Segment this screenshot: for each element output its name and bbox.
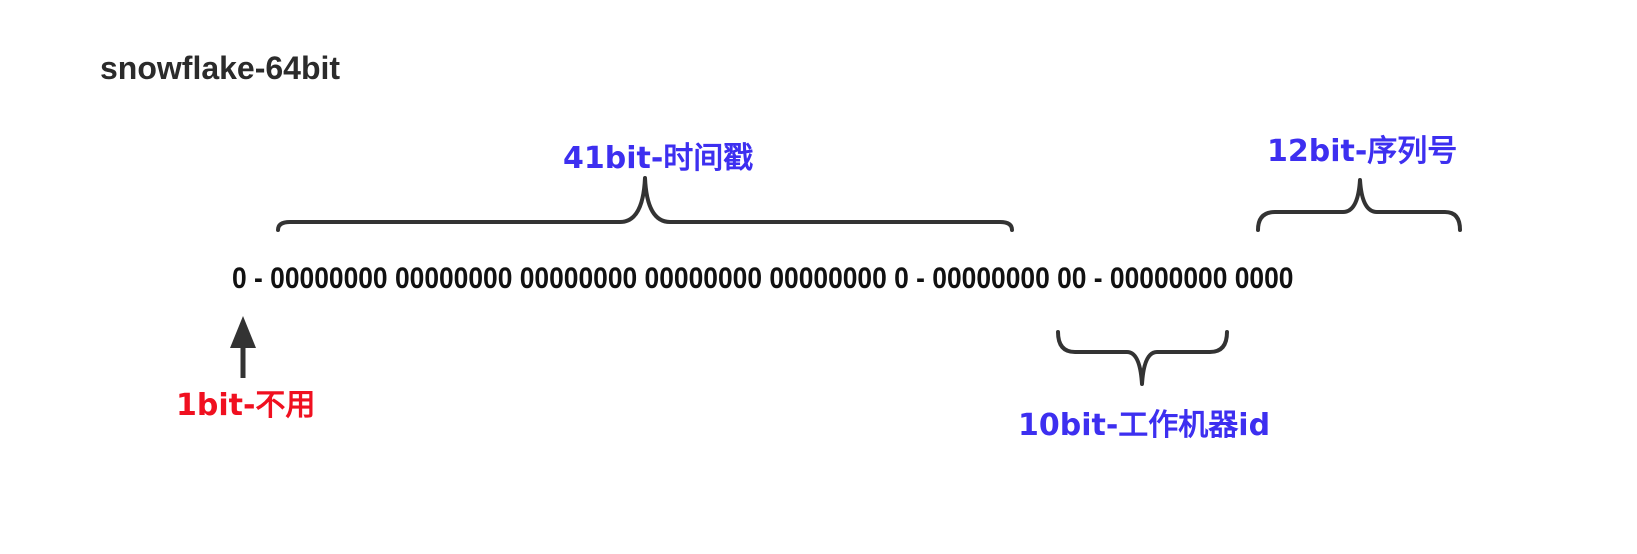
timestamp-brace	[276, 176, 1014, 232]
worker-id-label: 10bit-工作机器id	[1018, 408, 1271, 443]
sequence-bits: 00000000 0000	[1109, 262, 1294, 295]
sequence-brace	[1256, 178, 1462, 232]
unused-bit-label: 1bit-不用	[176, 388, 316, 423]
sequence-label: 12bit-序列号	[1267, 134, 1458, 169]
sign-bit: 0	[232, 262, 247, 295]
unused-bit-arrow-head	[230, 316, 256, 348]
separator: -	[1086, 262, 1110, 295]
diagram-title: snowflake-64bit	[100, 50, 341, 86]
timestamp-bits: 00000000 00000000 00000000 00000000 0000…	[270, 262, 909, 295]
worker-id-bits: 00000000 00	[932, 262, 1087, 295]
separator: -	[908, 262, 933, 295]
timestamp-label: 41bit-时间戳	[563, 141, 754, 176]
separator: -	[246, 262, 271, 295]
worker-id-brace	[1056, 330, 1229, 386]
bit-layout-row: 0 - 00000000 00000000 00000000 00000000 …	[232, 262, 1293, 296]
